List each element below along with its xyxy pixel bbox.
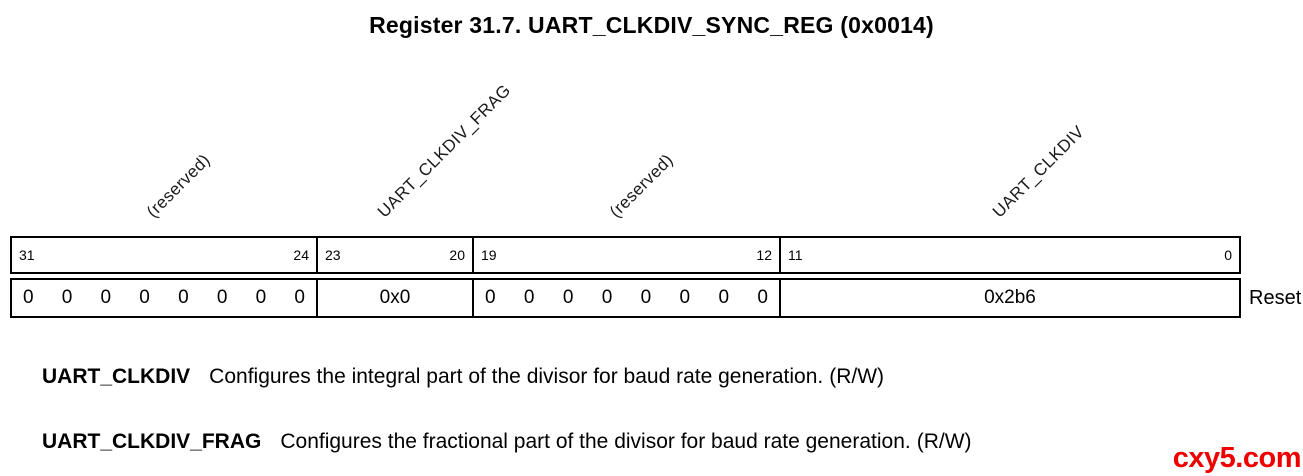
reset-row-label: Reset [1249, 287, 1302, 309]
reset-bit: 0 [640, 287, 652, 308]
reset-bit: 0 [718, 287, 730, 308]
reset-value-cell: 0 0 0 0 0 0 0 0 [474, 280, 781, 316]
reset-bit: 0 [139, 287, 150, 308]
bit-range-cell: 19 12 [474, 238, 781, 272]
field-access: (R/W) [916, 430, 972, 453]
field-description-text: Configures the integral part of the divi… [209, 365, 824, 388]
watermark: cxy5.com [1172, 442, 1302, 474]
field-name: UART_CLKDIV [42, 365, 191, 388]
field-access: (R/W) [829, 365, 885, 388]
reset-bit: 0 [216, 287, 228, 308]
field-description: UART_CLKDIV Configures the integral part … [42, 362, 884, 392]
field-label-uart-clkdiv-frag: UART_CLKDIV_FRAG [373, 80, 515, 222]
page-title: Register 31.7. UART_CLKDIV_SYNC_REG (0x0… [369, 12, 934, 38]
reset-bit: 0 [679, 287, 691, 308]
field-description-text: Configures the fractional part of the di… [280, 430, 911, 453]
reset-bit: 0 [523, 287, 535, 308]
reset-bit: 0 [178, 287, 189, 308]
bit-low: 0 [1224, 247, 1232, 263]
reset-bit: 0 [485, 287, 496, 308]
reset-value-row: 0 0 0 0 0 0 0 0 0x0 0 0 0 0 0 0 0 0 [10, 278, 1241, 318]
reset-hex: 0x0 [379, 287, 411, 308]
bit-low: 20 [449, 247, 465, 263]
field-label-reserved-low: (reserved) [605, 150, 677, 222]
reset-bit: 0 [255, 287, 267, 308]
field-label-uart-clkdiv: UART_CLKDIV [988, 122, 1089, 222]
bit-range-cell: 31 24 [12, 238, 318, 272]
register-bit-table: 31 24 23 20 19 12 11 0 0 0 0 0 0 [10, 236, 1241, 318]
bit-low: 24 [293, 247, 309, 263]
bit-range-cell: 23 20 [318, 238, 474, 272]
bit-high: 11 [788, 247, 803, 263]
reset-bit: 0 [294, 287, 305, 308]
bit-range-cell: 11 0 [781, 238, 1239, 272]
bit-range-row: 31 24 23 20 19 12 11 0 [10, 236, 1241, 274]
field-description: UART_CLKDIV_FRAG Configures the fractiona… [42, 427, 972, 457]
reset-bit: 0 [601, 287, 613, 308]
reset-bit: 0 [23, 287, 34, 308]
bit-low: 12 [756, 247, 772, 263]
bit-high: 23 [325, 247, 341, 263]
field-name: UART_CLKDIV_FRAG [42, 430, 262, 453]
bit-high: 19 [481, 247, 497, 263]
reset-value-cell: 0 0 0 0 0 0 0 0 [12, 280, 318, 316]
reset-bit: 0 [61, 287, 73, 308]
reset-hex: 0x2b6 [984, 287, 1036, 308]
reset-value-cell: 0x0 [318, 280, 474, 316]
field-label-reserved-high: (reserved) [142, 150, 214, 222]
bit-high: 31 [19, 247, 35, 263]
reset-bit: 0 [562, 287, 574, 308]
reset-bit: 0 [100, 287, 112, 308]
reset-bit: 0 [757, 287, 768, 308]
reset-value-cell: 0x2b6 [781, 280, 1239, 316]
